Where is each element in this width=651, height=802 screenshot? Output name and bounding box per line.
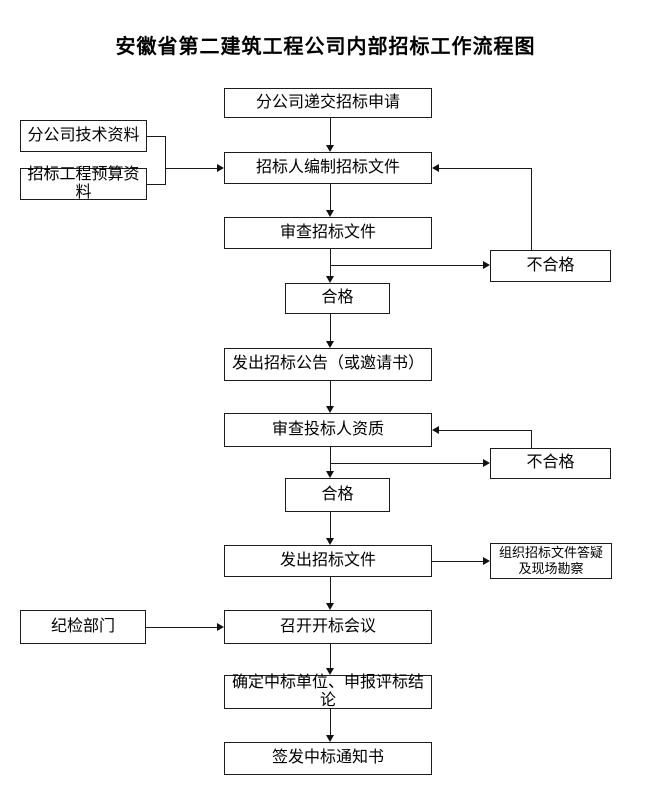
node-issue-documents: 发出招标文件 — [224, 545, 432, 577]
node-review-documents: 审查招标文件 — [224, 217, 432, 249]
node-prepare-documents: 招标人编制招标文件 — [224, 152, 432, 184]
node-label: 审查招标文件 — [279, 223, 376, 241]
node-label-line1: 组织招标文件答疑 — [498, 545, 603, 560]
connector-feedback2-vertical — [531, 430, 532, 448]
arrow-right-icon — [217, 164, 224, 172]
connector-info-join — [165, 136, 166, 185]
connector-submit-to-prepare — [330, 118, 331, 146]
node-label: 不合格 — [526, 256, 575, 274]
connector-qualified2-to-issue — [330, 512, 331, 538]
node-label: 审查投标人资质 — [271, 420, 384, 438]
node-label: 签发中标通知书 — [271, 749, 384, 767]
arrow-down-icon — [326, 538, 334, 545]
node-label: 纪检部门 — [50, 617, 115, 635]
connector-issue-to-qa — [432, 561, 483, 562]
connector-info-to-prepare — [165, 168, 217, 169]
connector-winner-to-notice — [330, 709, 331, 735]
connector-feedback2-horizontal — [439, 430, 532, 431]
connector-branch-unqualified2 — [330, 463, 483, 464]
arrow-left-icon — [432, 426, 439, 434]
arrow-right-icon — [483, 557, 490, 565]
connector-budget-stub — [147, 184, 166, 185]
connector-tech-stub — [147, 136, 166, 137]
arrow-down-icon — [326, 341, 334, 348]
node-submit-application: 分公司递交招标申请 — [224, 88, 432, 118]
node-announcement: 发出招标公告（或邀请书） — [224, 348, 432, 381]
node-discipline-dept: 纪检部门 — [20, 610, 146, 644]
node-label: 确定中标单位、申报评标结论 — [231, 673, 424, 709]
node-qualified-2: 合格 — [285, 478, 390, 512]
arrow-left-icon — [432, 164, 439, 172]
arrow-down-icon — [326, 145, 334, 152]
connector-meeting-to-winner — [330, 644, 331, 668]
node-label: 发出招标文件 — [279, 551, 376, 569]
node-label: 招标人编制招标文件 — [255, 158, 400, 176]
connector-qualified1-to-announcement — [330, 314, 331, 341]
arrow-down-icon — [326, 210, 334, 217]
page-title: 安徽省第二建筑工程公司内部招标工作流程图 — [115, 36, 536, 58]
connector-branch-unqualified1 — [330, 265, 483, 266]
node-label-line2: 及现场勘察 — [518, 561, 584, 576]
arrow-right-icon — [483, 261, 490, 269]
connector-feedback1-vertical — [531, 168, 532, 250]
node-label: 招标工程预算资料 — [27, 165, 140, 201]
connector-review-to-qualified1 — [330, 249, 331, 277]
node-unqualified-1: 不合格 — [490, 250, 611, 282]
arrow-down-icon — [326, 276, 334, 283]
node-label: 不合格 — [526, 454, 575, 472]
connector-feedback1-horizontal — [439, 168, 532, 169]
node-review-bidders: 审查投标人资质 — [224, 413, 432, 447]
node-label: 合格 — [321, 485, 354, 503]
arrow-down-icon — [326, 668, 334, 675]
node-determine-winner: 确定中标单位、申报评标结论 — [224, 673, 432, 709]
connector-announcement-to-bidders — [330, 381, 331, 406]
node-label: 分公司技术资料 — [27, 126, 140, 144]
node-issue-notice: 签发中标通知书 — [224, 742, 432, 775]
arrow-down-icon — [326, 603, 334, 610]
arrow-down-icon — [326, 406, 334, 413]
node-qa-site-survey: 组织招标文件答疑 及现场勘察 — [490, 543, 612, 579]
arrow-right-icon — [217, 623, 224, 631]
connector-prepare-to-review — [330, 184, 331, 211]
node-label: 分公司递交招标申请 — [255, 93, 400, 111]
node-label: 召开开标会议 — [279, 617, 376, 635]
node-label: 合格 — [321, 289, 354, 307]
node-qualified-1: 合格 — [285, 283, 390, 314]
connector-discipline-to-meeting — [146, 627, 217, 628]
node-unqualified-2: 不合格 — [490, 448, 611, 479]
arrow-down-icon — [326, 471, 334, 478]
node-budget-info: 招标工程预算资料 — [20, 165, 147, 201]
arrow-down-icon — [326, 735, 334, 742]
node-opening-meeting: 召开开标会议 — [224, 610, 432, 644]
connector-issue-to-meeting — [330, 577, 331, 603]
node-label: 发出招标公告（或邀请书） — [231, 355, 424, 373]
arrow-right-icon — [483, 459, 490, 467]
node-tech-info: 分公司技术资料 — [20, 120, 147, 152]
connector-bidders-to-qualified2 — [330, 447, 331, 471]
